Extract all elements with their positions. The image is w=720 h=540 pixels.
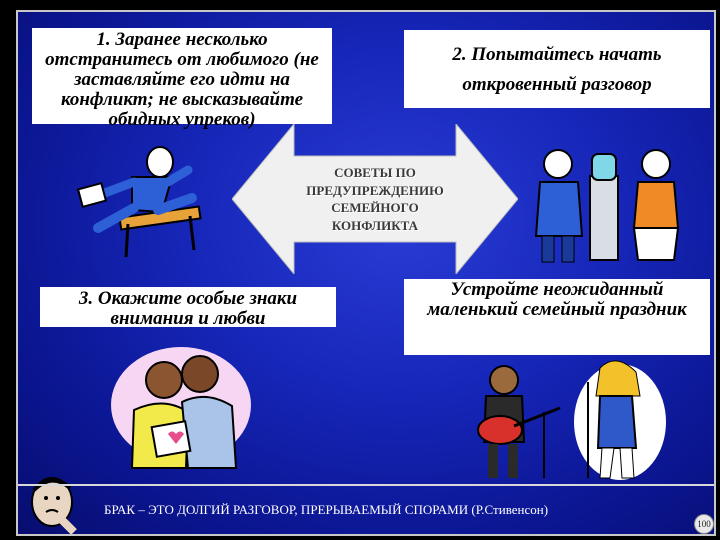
tip-card-4: Устройте неожиданный маленький семейный … xyxy=(404,279,710,355)
thinking-man-icon xyxy=(31,477,77,534)
center-title-line-3: СЕМЕЙНОГО xyxy=(331,200,419,216)
running-man-icon xyxy=(76,146,202,258)
tip-1-text: 1. Заранее несколько отстранитесь от люб… xyxy=(45,29,319,130)
quote-text: БРАК – ЭТО ДОЛГИЙ РАЗГОВОР, ПРЕРЫВАЕМЫЙ … xyxy=(104,502,549,517)
couple-card-icon xyxy=(111,347,251,469)
page-number: 100 xyxy=(694,514,714,534)
musicians-icon xyxy=(477,360,666,480)
tip-2-text: 2. Попытайтесь начать откровенный разгов… xyxy=(452,44,662,96)
tip-card-3: 3. Окажите особые знаки внимания и любви xyxy=(40,287,336,329)
water-cooler-talk-icon xyxy=(534,149,680,263)
center-title-line-1: СОВЕТЫ ПО xyxy=(334,165,416,180)
center-double-arrow: СОВЕТЫ ПО ПРЕДУПРЕЖДЕНИЮ СЕМЕЙНОГО КОНФЛ… xyxy=(231,122,519,276)
center-title: СОВЕТЫ ПО ПРЕДУПРЕЖДЕНИЮ СЕМЕЙНОГО КОНФЛ… xyxy=(232,164,518,234)
quote-divider xyxy=(18,484,714,486)
tip-4-text: Устройте неожиданный маленький семейный … xyxy=(427,279,687,320)
tip-3-text: 3. Окажите особые знаки внимания и любви xyxy=(78,288,298,329)
center-title-line-4: КОНФЛИКТА xyxy=(331,217,419,233)
tip-card-2: 2. Попытайтесь начать откровенный разгов… xyxy=(404,30,710,108)
slide: 1. Заранее несколько отстранитесь от люб… xyxy=(16,10,716,536)
tip-card-1: 1. Заранее несколько отстранитесь от люб… xyxy=(32,28,332,129)
center-title-line-2: ПРЕДУПРЕЖДЕНИЮ xyxy=(306,182,444,198)
